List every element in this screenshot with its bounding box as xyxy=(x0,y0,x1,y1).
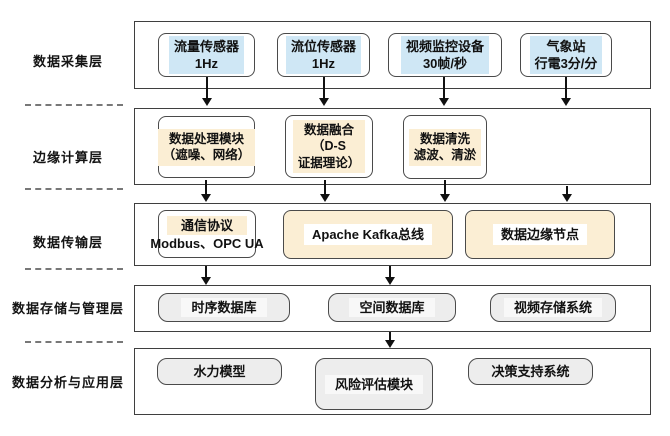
node-text: 通信协议 xyxy=(166,216,247,235)
node-text: Apache Kafka总线 xyxy=(304,224,432,245)
node-text: 滤波、清淤 xyxy=(413,148,477,162)
arrow-down xyxy=(566,186,568,194)
weather-station-node: 气象站 行電3分/分 xyxy=(520,33,612,77)
data-fusion-node: 数据融合 （D-S 证据理论） xyxy=(285,115,373,178)
flow-sensor-node: 流量传感器 1Hz xyxy=(158,33,255,77)
decision-support-node: 决策支持系统 xyxy=(468,358,593,385)
node-text: 30帧/秒 xyxy=(422,56,468,71)
data-processing-node: 数据处理模块 （遮噪、网络） xyxy=(157,116,256,178)
node-text: 风险评估模块 xyxy=(324,374,423,394)
layer-label-edge-compute: 边缘计算层 xyxy=(32,150,103,165)
level-sensor-node: 流位传感器 1Hz xyxy=(277,33,370,77)
risk-assessment-node: 风险评估模块 xyxy=(315,358,433,410)
arrow-down xyxy=(444,180,446,194)
node-text: 决策支持系统 xyxy=(491,364,570,379)
arrow-down xyxy=(389,266,391,277)
node-text: 1Hz xyxy=(194,56,219,71)
layer-label-analysis: 数据分析与应用层 xyxy=(11,375,124,390)
node-text: 数据边缘节点 xyxy=(492,224,587,245)
arrow-down xyxy=(323,77,325,98)
node-text: 1Hz xyxy=(311,56,336,71)
layer-label-storage: 数据存储与管理层 xyxy=(11,301,124,316)
timeseries-db-node: 时序数据库 xyxy=(158,293,290,322)
spatial-db-node: 空间数据库 xyxy=(328,293,456,322)
node-text: 数据融合 xyxy=(303,122,354,137)
layer-divider xyxy=(25,341,123,343)
hydraulic-model-node: 水力模型 xyxy=(157,358,282,385)
node-text: Modbus、OPC UA xyxy=(150,236,264,251)
arrow-down xyxy=(205,266,207,277)
kafka-bus-node: Apache Kafka总线 xyxy=(283,210,453,259)
comm-protocol-node: 通信协议 Modbus、OPC UA xyxy=(150,210,264,258)
node-text: （D-S xyxy=(311,139,346,154)
data-edge-node: 数据边缘节点 xyxy=(465,210,615,259)
arrow-down xyxy=(565,77,567,98)
data-cleaning-node: 数据清洗 滤波、清淤 xyxy=(403,115,487,179)
node-text: 数据清洗 xyxy=(419,131,470,146)
video-monitor-node: 视频监控设备 30帧/秒 xyxy=(388,33,502,77)
layer-label-transmission: 数据传输层 xyxy=(32,235,103,250)
layer-divider xyxy=(25,268,123,270)
node-text: 证据理论） xyxy=(297,155,361,170)
arrow-down xyxy=(205,180,207,194)
node-text: 视频监控设备 xyxy=(405,39,484,54)
layer-divider xyxy=(25,188,123,190)
node-text: 数据处理模块 xyxy=(169,131,245,146)
node-text: 行電3分/分 xyxy=(534,56,598,71)
node-text: 气象站 xyxy=(546,39,586,54)
layer-divider xyxy=(25,104,123,106)
layer-label-collection: 数据采集层 xyxy=(32,54,103,69)
arrow-down xyxy=(206,77,208,98)
node-text: 空间数据库 xyxy=(349,298,435,317)
node-text: 流位传感器 xyxy=(290,39,356,54)
arrow-down xyxy=(443,77,445,98)
video-storage-node: 视频存储系统 xyxy=(490,293,616,322)
arrow-down xyxy=(324,180,326,194)
node-text: （遮噪、网络） xyxy=(162,148,251,162)
node-text: 水力模型 xyxy=(193,364,246,379)
node-text: 时序数据库 xyxy=(181,298,267,317)
arrow-down xyxy=(389,332,391,340)
node-text: 流量传感器 xyxy=(173,39,239,54)
node-text: 视频存储系统 xyxy=(503,298,602,317)
